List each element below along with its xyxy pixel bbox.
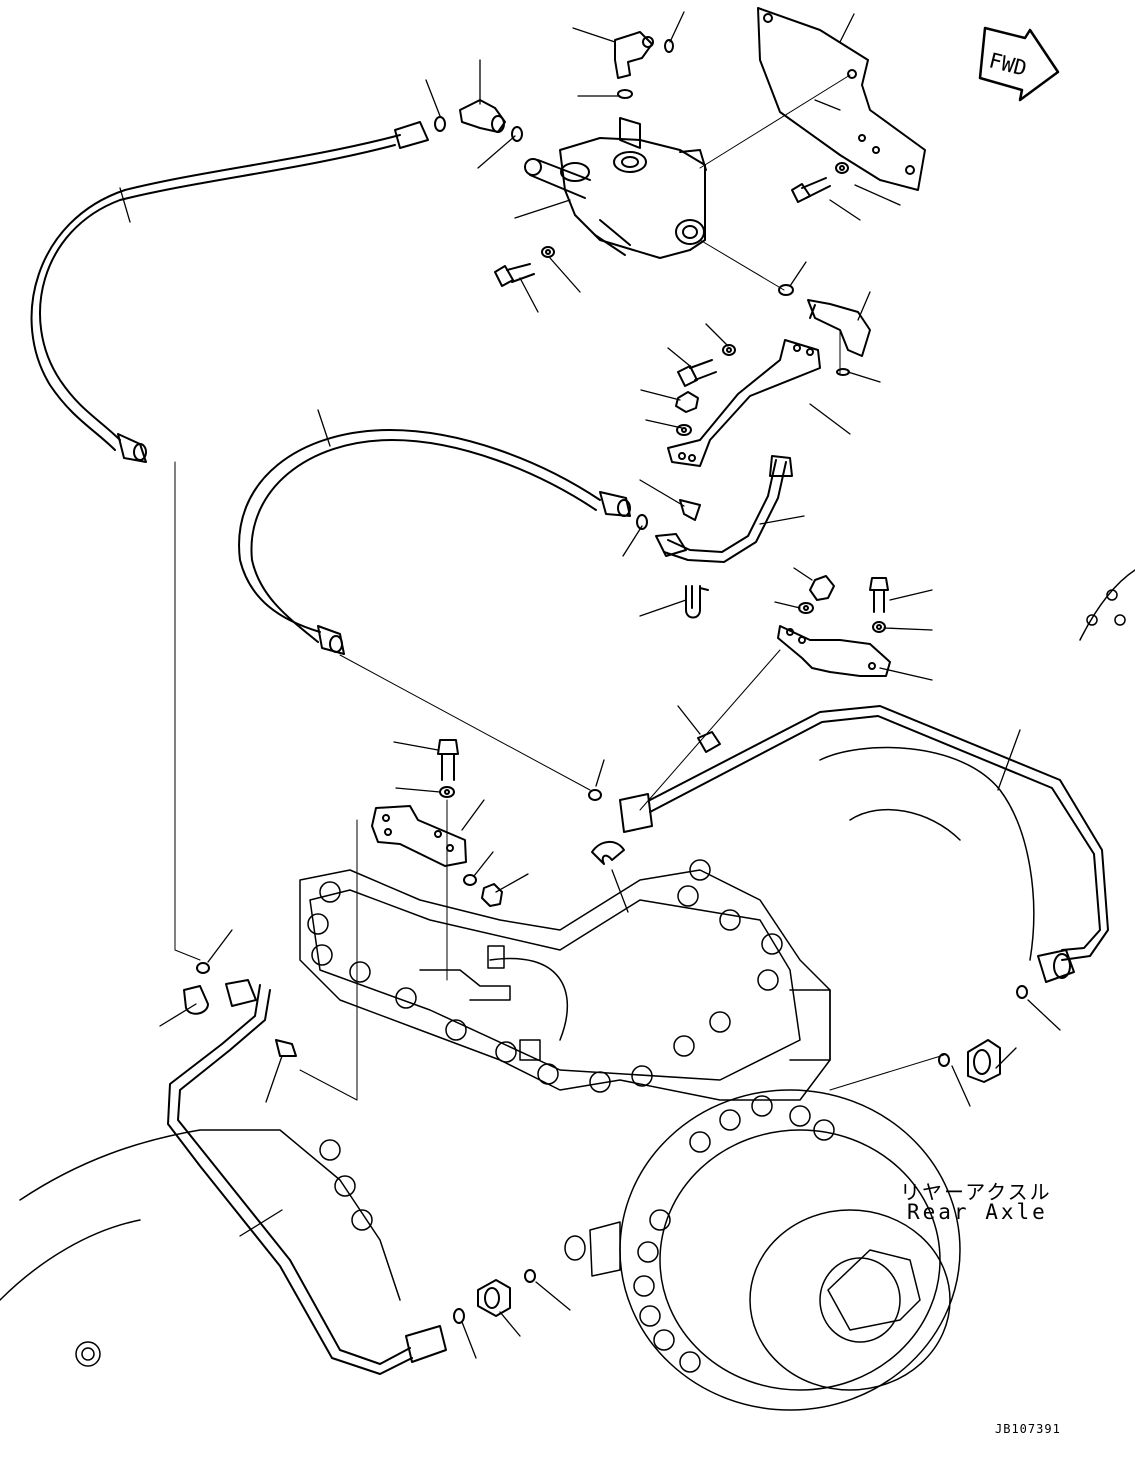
- leader-lines: [175, 75, 944, 1100]
- bracket-right: [778, 626, 890, 676]
- valve-block: [525, 118, 706, 258]
- u-clip: [686, 586, 708, 618]
- elbow-fitting-top: [615, 32, 653, 78]
- straight-fitting: [460, 100, 505, 132]
- tube-upper: [656, 456, 792, 562]
- mounting-plate: [758, 8, 925, 190]
- hose-middle: [239, 430, 630, 654]
- small-clip: [592, 842, 624, 864]
- bracket-lower: [372, 806, 466, 866]
- rear-axle-housing: [0, 570, 1135, 1410]
- fitting-lower-center: [478, 1280, 510, 1316]
- hose-left: [32, 122, 428, 462]
- fwd-arrow-icon: FWD: [980, 28, 1058, 100]
- callout-lines: [120, 12, 1060, 1358]
- drawing-code: JB107391: [995, 1422, 1061, 1436]
- fwd-label: FWD: [986, 48, 1029, 80]
- rear-axle-label-ja: リヤーアクスル: [900, 1180, 1052, 1204]
- bracket-upper: [668, 340, 820, 466]
- tube-rear: [620, 706, 1108, 982]
- o-rings: [197, 40, 1027, 1323]
- fitting-lower-right: [968, 1040, 1000, 1082]
- rear-axle-label-en: Rear Axle: [907, 1200, 1048, 1224]
- tube-lower-left: [168, 980, 446, 1374]
- bolts: [438, 163, 888, 906]
- sensor-fitting: [808, 300, 870, 356]
